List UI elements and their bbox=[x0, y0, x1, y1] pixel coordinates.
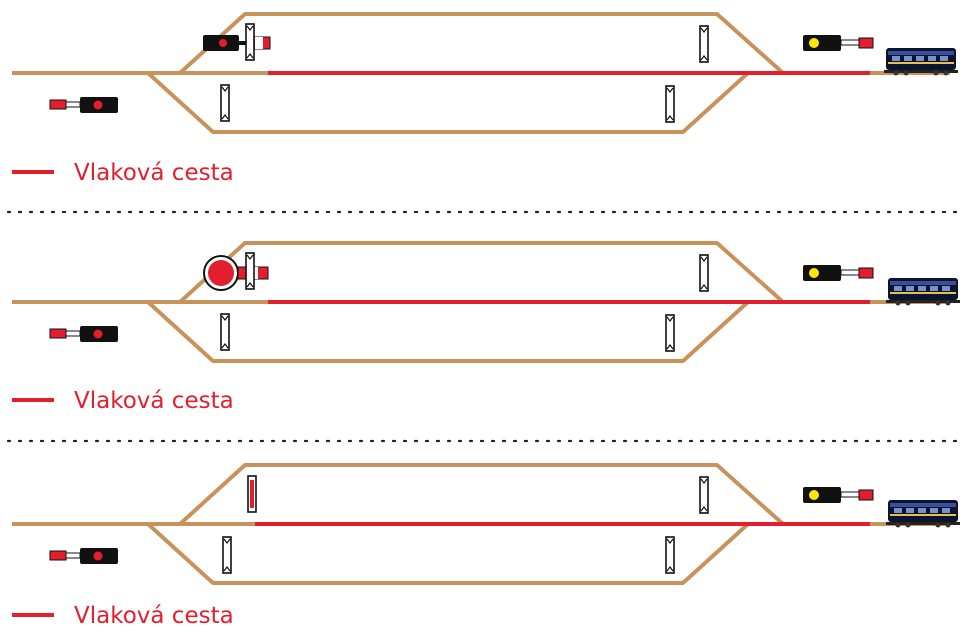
entry-signal-disc[interactable] bbox=[203, 255, 269, 291]
shunt-marker bbox=[220, 313, 230, 351]
left-signal[interactable] bbox=[49, 97, 118, 113]
left-signal[interactable] bbox=[49, 326, 118, 342]
exit-signal[interactable] bbox=[803, 265, 874, 281]
exit-signal[interactable] bbox=[803, 487, 874, 503]
shunt-signal-lit[interactable] bbox=[247, 475, 257, 513]
legend: Vlaková cesta bbox=[12, 388, 234, 414]
left-signal[interactable] bbox=[49, 548, 118, 564]
shunt-marker bbox=[699, 254, 709, 292]
shunt-marker bbox=[665, 85, 675, 123]
shunt-marker bbox=[220, 84, 230, 122]
legend-label: Vlaková cesta bbox=[74, 388, 234, 414]
lower-loop-track bbox=[146, 522, 750, 585]
lower-loop-track bbox=[146, 71, 750, 134]
legend-label: Vlaková cesta bbox=[74, 160, 234, 186]
shunt-marker bbox=[245, 23, 255, 61]
legend: Vlaková cesta bbox=[12, 160, 234, 186]
shunt-marker bbox=[245, 252, 255, 290]
panel-3: Vlaková cesta bbox=[12, 463, 960, 627]
shunt-marker bbox=[222, 536, 232, 574]
entry-signal[interactable] bbox=[203, 35, 271, 51]
shunt-marker bbox=[665, 536, 675, 574]
shunt-marker bbox=[665, 314, 675, 352]
panel-2: Vlaková cesta bbox=[12, 241, 960, 414]
legend-label: Vlaková cesta bbox=[74, 603, 234, 627]
shunt-marker bbox=[699, 476, 709, 514]
shunt-marker bbox=[699, 25, 709, 63]
locomotive-icon bbox=[884, 48, 958, 76]
locomotive-icon bbox=[886, 500, 960, 528]
legend: Vlaková cesta bbox=[12, 603, 234, 627]
upper-loop-track bbox=[178, 463, 785, 526]
upper-loop-track bbox=[178, 241, 785, 304]
lower-loop-track bbox=[146, 300, 750, 363]
panel-1: Vlaková cesta bbox=[12, 12, 958, 186]
locomotive-icon bbox=[886, 278, 960, 306]
exit-signal[interactable] bbox=[803, 35, 874, 51]
